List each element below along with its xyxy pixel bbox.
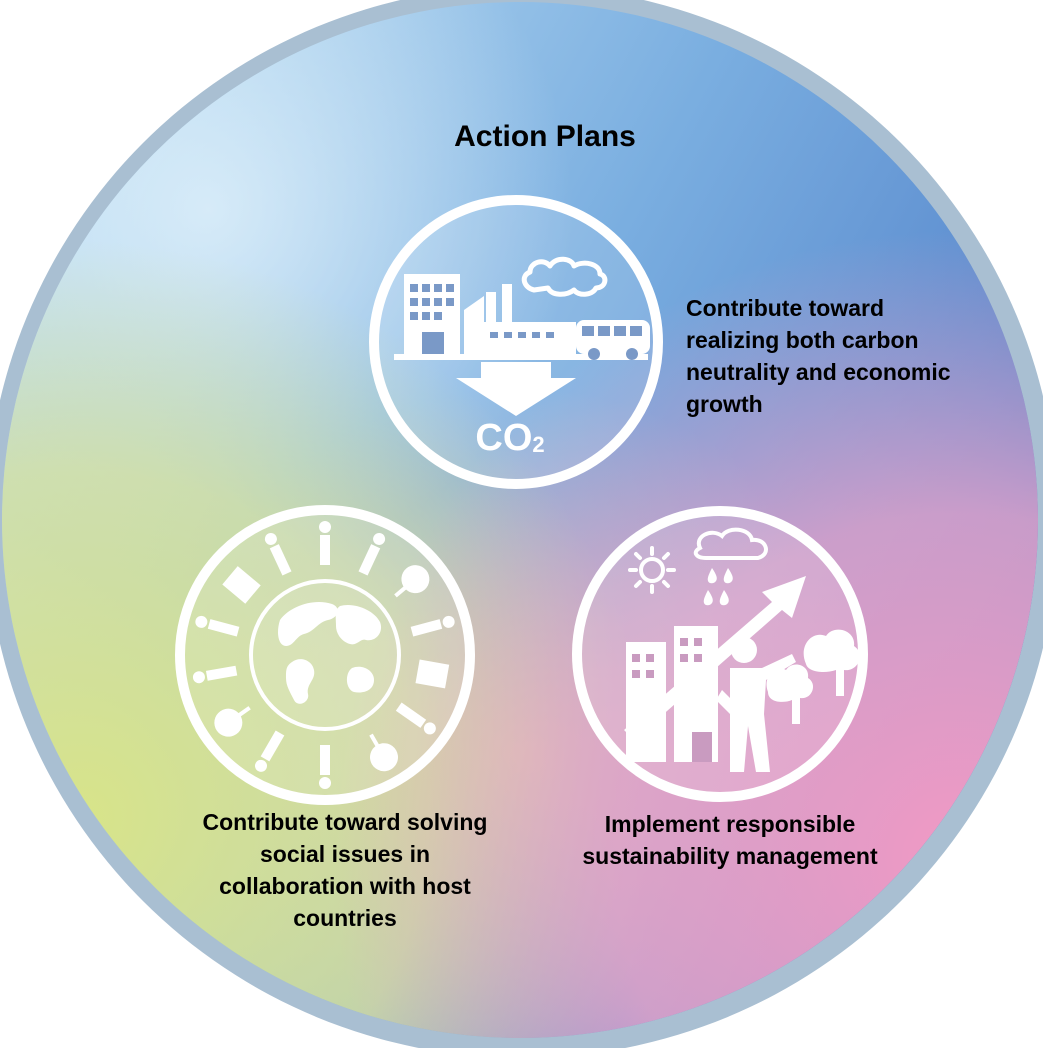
plan-label-carbon-neutrality: Contribute toward realizing both carbon … [686, 295, 951, 417]
page-title: Action Plans [454, 120, 636, 153]
globe-people-trees-icon [175, 505, 475, 805]
plan-label-social-issues: Contribute toward solving social issues … [202, 809, 488, 931]
co2-text: CO2 [475, 417, 544, 459]
growth-arrow-person-trees-icon [572, 506, 868, 802]
plan-label-sustainability-management: Implement responsible sustainability man… [582, 811, 878, 869]
city-factory-bus-co2-icon: CO2 [369, 195, 663, 489]
